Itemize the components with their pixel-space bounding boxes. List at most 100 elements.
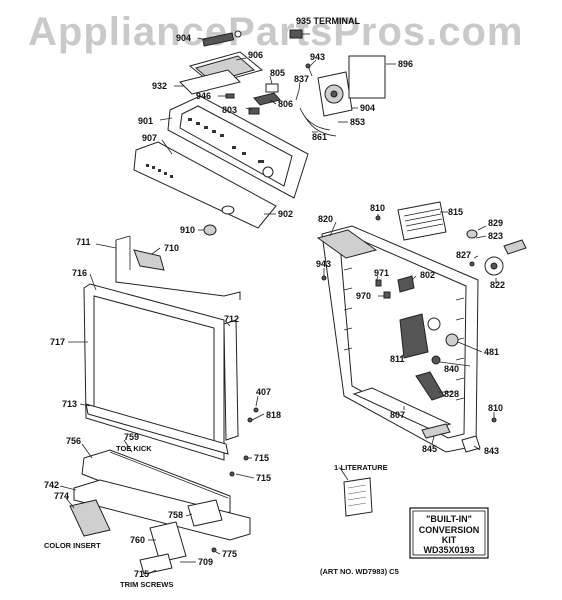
label-toe-kick: TOE KICK [116,444,152,453]
callout-716: 716 [72,268,87,278]
label-trim-screws: TRIM SCREWS [120,580,173,589]
leader-lines [59,37,497,575]
conversion-kit-box: "BUILT-IN" CONVERSION KIT WD35X0193 [409,507,489,559]
part-853-861-wires [299,107,337,137]
kit-line-4: WD35X0193 [423,545,474,555]
callout-758: 758 [168,510,183,520]
callout-760: 760 [130,535,145,545]
callout-904-timer: 904 [360,103,375,113]
part-760-709 [139,521,187,575]
part-820 [316,229,378,259]
part-837 [295,89,300,101]
kit-line-2: CONVERSION [419,525,480,535]
part-742-base [73,479,251,541]
callout-970: 970 [356,291,371,301]
part-712 [223,319,239,441]
callout-840: 840 [444,364,459,374]
part-828 [415,371,445,401]
callout-711: 711 [76,237,91,247]
part-407 [253,407,259,413]
callout-828: 828 [444,389,459,399]
callout-774: 774 [54,491,69,501]
part-829 [466,229,478,239]
callout-823: 823 [488,231,503,241]
callout-861: 861 [312,132,327,142]
callout-742: 742 [44,480,59,490]
part-818 [247,417,253,423]
callout-902: 902 [278,209,293,219]
part-758 [187,499,223,527]
watermark: AppliancePartsPros.com [28,10,524,54]
callout-901: 901 [138,116,153,126]
part-715-a [243,455,249,461]
part-774 [69,499,111,537]
callout-775: 775 [222,549,237,559]
part-822 [484,256,504,276]
part-932 [179,69,241,95]
part-756-759-toekick [81,449,231,521]
callout-896: 896 [398,59,413,69]
label-color-insert: COLOR INSERT [44,541,101,550]
part-710 [133,249,165,271]
callout-818: 818 [266,410,281,420]
callout-709: 709 [198,557,213,567]
callout-910: 910 [180,225,195,235]
callout-904-top: 904 [176,33,191,43]
part-843 [461,435,481,453]
kit-line-1: "BUILT-IN" [426,514,472,524]
part-715-b [229,471,235,477]
art-number: (ART NO. WD7983) C5 [320,567,399,576]
callout-712: 712 [224,314,239,324]
callout-481: 481 [484,347,499,357]
part-845 [421,423,451,439]
callout-715-b: 715 [256,473,271,483]
callout-820: 820 [318,214,333,224]
part-716-717-panel [83,283,225,461]
callout-827: 827 [456,250,471,260]
callout-946: 946 [196,91,211,101]
callout-713: 713 [62,399,77,409]
callout-971: 971 [374,268,389,278]
callout-943-top: 943 [310,52,325,62]
part-896 [348,55,386,99]
part-904-top [202,30,242,47]
callout-715-a: 715 [254,453,269,463]
part-970 [383,291,391,299]
callout-829: 829 [488,218,503,228]
callout-710: 710 [164,243,179,253]
part-810-top [375,215,381,221]
callout-845: 845 [422,444,437,454]
callout-811: 811 [390,354,405,364]
callout-837: 837 [294,74,309,84]
callout-853: 853 [350,117,365,127]
part-902-panel [133,141,277,229]
part-811 [399,313,441,359]
callout-822: 822 [490,280,505,290]
callout-756: 756 [66,436,81,446]
callout-906: 906 [248,50,263,60]
part-806 [253,92,281,106]
part-823 [503,239,527,255]
part-946 [225,93,235,99]
part-827 [469,261,475,267]
part-literature [343,477,373,517]
part-803 [248,107,260,115]
callout-717: 717 [50,337,65,347]
part-481 [445,333,459,347]
part-713 [85,403,229,455]
part-810-lower [491,417,497,423]
callout-803: 803 [222,105,237,115]
callout-805: 805 [270,68,285,78]
callout-407: 407 [256,387,271,397]
label-literature: 1-LITERATURE [334,463,388,472]
callout-932: 932 [152,81,167,91]
callout-935: 935 TERMINAL [296,16,361,26]
part-840 [431,355,441,365]
callout-759: 759 [124,432,139,442]
part-805 [265,83,279,93]
part-901-console [167,95,309,199]
callout-806: 806 [278,99,293,109]
part-904-timer [317,71,353,117]
